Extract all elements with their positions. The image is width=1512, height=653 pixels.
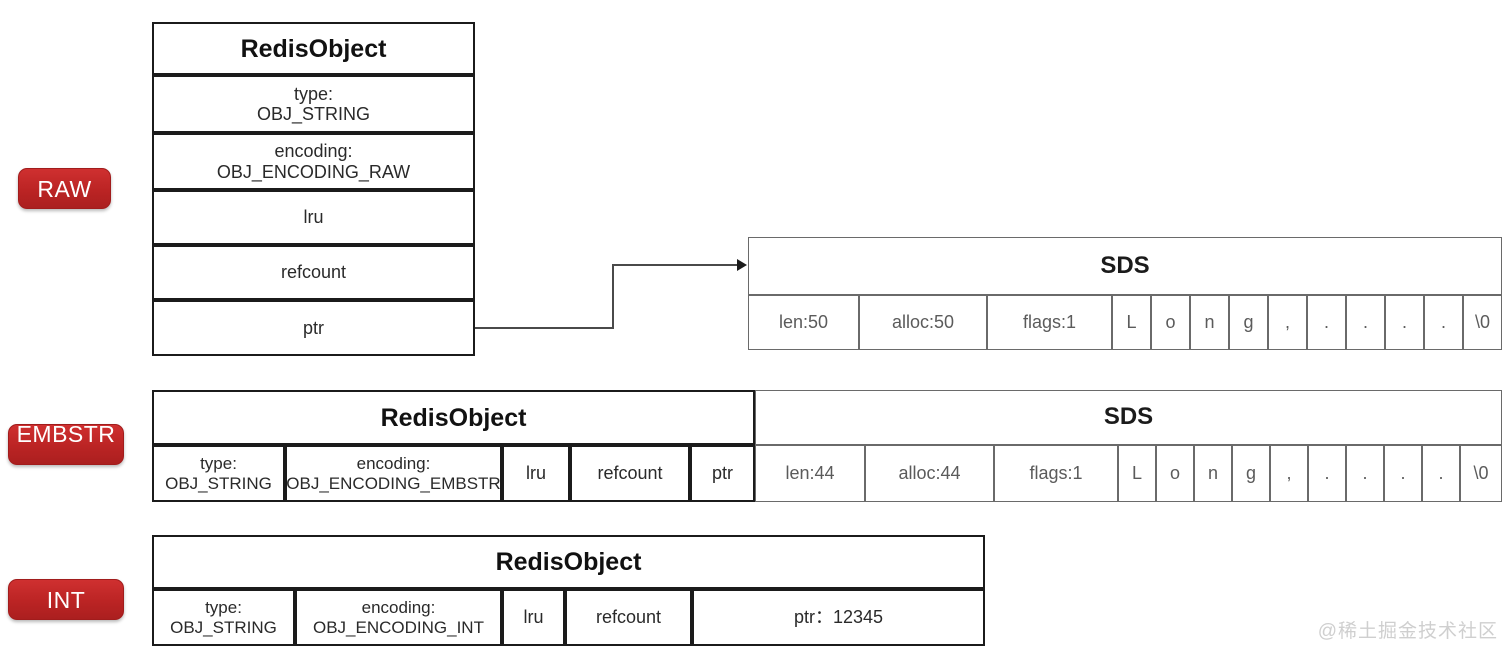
embstr-object-field-type: type: OBJ_STRING [152,445,285,502]
int-object-field-encoding: encoding: OBJ_ENCODING_INT [295,589,502,646]
raw-object-field-type: type: OBJ_STRING [152,75,475,133]
badge-embstr-label: EMBSTR [16,421,116,447]
raw-sds-char-2: n [1190,295,1229,350]
raw-object-field-refcount: refcount [152,245,475,300]
raw-sds-char-3: g [1229,295,1268,350]
badge-embstr: EMBSTR [8,421,124,465]
badge-raw: RAW [18,168,111,209]
watermark: @稀土掘金技术社区 [1317,621,1498,642]
embstr-sds-char-0: L [1118,445,1156,502]
embstr-sds-char-1: o [1156,445,1194,502]
int-object-field-refcount: refcount [565,589,692,646]
embstr-sds-cell-flags: flags:1 [994,445,1118,502]
badge-raw-label: RAW [37,176,92,202]
embstr-object-title: RedisObject [152,390,755,445]
int-object-field-type: type: OBJ_STRING [152,589,295,646]
embstr-sds-char-3: g [1232,445,1270,502]
embstr-sds-char-5: . [1308,445,1346,502]
embstr-sds-char-4: , [1270,445,1308,502]
embstr-object-field-ptr: ptr [690,445,755,502]
raw-sds-char-8: . [1424,295,1463,350]
embstr-object-field-encoding: encoding: OBJ_ENCODING_EMBSTR [285,445,502,502]
raw-object-field-encoding: encoding: OBJ_ENCODING_RAW [152,133,475,190]
raw-sds-char-1: o [1151,295,1190,350]
raw-sds-cell-flags: flags:1 [987,295,1112,350]
badge-int-label: INT [46,587,86,613]
raw-sds-char-0: L [1112,295,1151,350]
int-object-field-ptr: ptr：12345 [692,589,985,646]
raw-object-field-lru: lru [152,190,475,245]
int-object-field-lru: lru [502,589,565,646]
raw-sds-char-4: , [1268,295,1307,350]
raw-object-field-ptr: ptr [152,300,475,356]
raw-sds-title: SDS [748,237,1502,295]
embstr-sds-char-9: \0 [1460,445,1502,502]
raw-sds-char-6: . [1346,295,1385,350]
raw-object-title: RedisObject [152,22,475,75]
embstr-object-field-refcount: refcount [570,445,690,502]
raw-sds-cell-alloc: alloc:50 [859,295,987,350]
embstr-sds-cell-len: len:44 [755,445,865,502]
raw-sds-cell-len: len:50 [748,295,859,350]
embstr-sds-title: SDS [755,390,1502,445]
embstr-sds-char-2: n [1194,445,1232,502]
raw-sds-char-7: . [1385,295,1424,350]
embstr-sds-char-6: . [1346,445,1384,502]
raw-sds-char-9: \0 [1463,295,1502,350]
arrow-head-icon [737,259,747,271]
embstr-object-field-lru: lru [502,445,570,502]
badge-int: INT [8,579,124,620]
int-object-title: RedisObject [152,535,985,589]
embstr-sds-char-8: . [1422,445,1460,502]
embstr-sds-cell-alloc: alloc:44 [865,445,994,502]
raw-sds-char-5: . [1307,295,1346,350]
embstr-sds-char-7: . [1384,445,1422,502]
